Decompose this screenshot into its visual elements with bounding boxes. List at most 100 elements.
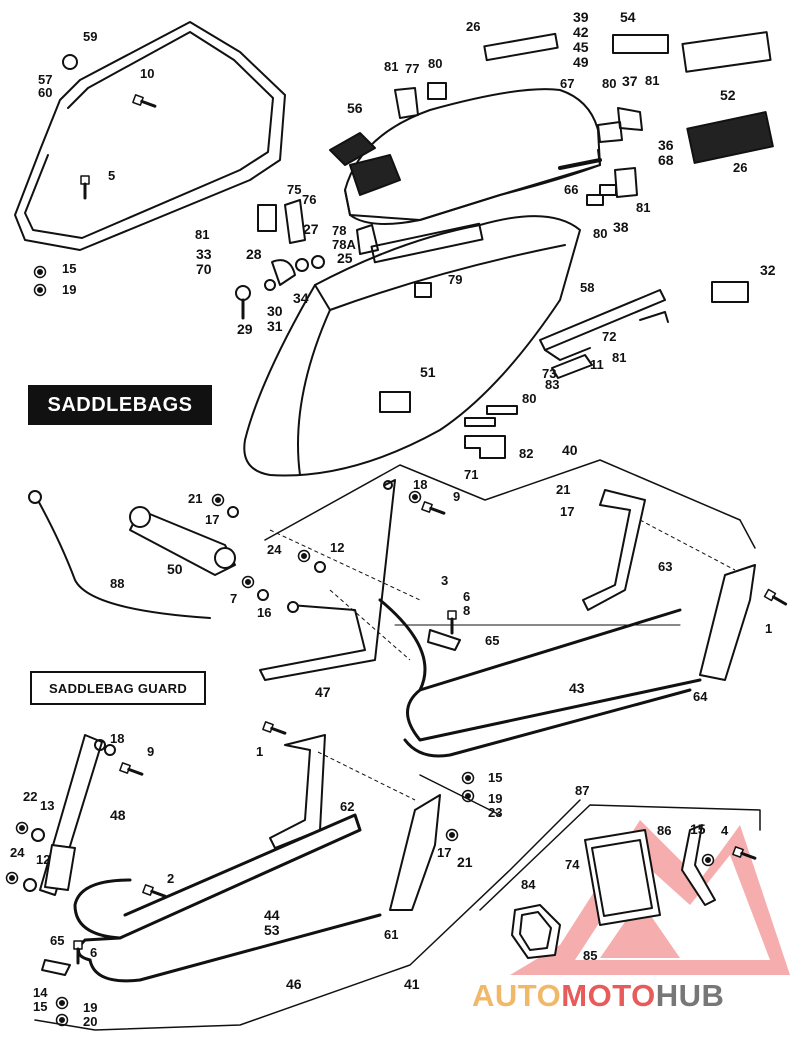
bracket-63 [582, 489, 646, 611]
bracket-50 [129, 509, 236, 576]
callout-24: 24 [267, 542, 282, 557]
saddlebags-title: SADDLEBAGS [28, 385, 212, 425]
callout-43: 43 [569, 680, 585, 696]
rod-88 [34, 494, 211, 619]
callout-80c: 80 [593, 226, 608, 241]
callout-12: 12 [330, 540, 345, 555]
strut-47 [259, 479, 396, 681]
bracket-86 [681, 824, 716, 906]
callout-77: 77 [405, 61, 420, 76]
callout-72: 72 [602, 329, 617, 344]
callout-82: 82 [519, 446, 534, 461]
bracket-62 [269, 734, 326, 849]
watermark-auto: AUTO [472, 978, 562, 1013]
callout-24b: 24 [10, 845, 25, 860]
callout-18b: 18 [110, 731, 125, 746]
callout-21b: 21 [556, 482, 571, 497]
callout-30-31: 30 31 [267, 303, 283, 334]
callout-76: 76 [302, 192, 317, 207]
callout-6b: 6 [90, 945, 98, 960]
callout-56: 56 [347, 100, 363, 116]
callout-81b: 81 [645, 73, 660, 88]
callout-19-20: 19 20 [83, 1000, 98, 1029]
callout-40: 40 [562, 442, 578, 458]
callout-50: 50 [167, 561, 183, 577]
callout-64: 64 [693, 689, 708, 704]
callout-21c: 21 [457, 854, 473, 870]
callout-15b: 15 [488, 770, 503, 785]
callout-9b: 9 [147, 744, 155, 759]
saddlebag-guard-title: SADDLEBAG GUARD [30, 671, 206, 705]
callout-1b: 1 [256, 744, 264, 759]
watermark-hub: HUB [655, 978, 725, 1013]
callout-36-68: 36 68 [658, 137, 674, 168]
callout-78-78a: 78 78A [332, 223, 356, 252]
callout-46: 46 [286, 976, 302, 992]
watermark-text: AUTOMOTOHUB [472, 978, 724, 1014]
callout-47: 47 [315, 684, 331, 700]
callout-14-15: 14 15 [33, 985, 48, 1014]
callout-25: 25 [337, 250, 353, 266]
callout-65b: 65 [50, 933, 65, 948]
callout-87: 87 [575, 783, 590, 798]
callout-26b: 26 [733, 160, 748, 175]
callout-17b: 17 [560, 504, 575, 519]
callout-81: 81 [384, 59, 399, 74]
callout-84: 84 [521, 877, 536, 892]
bracket-58 [539, 289, 666, 351]
callout-65: 65 [485, 633, 500, 648]
callout-57-60: 57 60 [38, 72, 53, 100]
callout-80: 80 [428, 56, 443, 71]
callout-39-42-45-49: 39 42 45 49 [573, 9, 589, 70]
callout-59: 59 [83, 29, 98, 44]
saddlebag-body [243, 215, 581, 477]
callout-85: 85 [583, 948, 598, 963]
upper-rail [14, 21, 286, 251]
callout-6-8: 6 8 [463, 589, 471, 618]
callout-33-70: 33 70 [196, 246, 212, 277]
guard-44-53 [73, 813, 362, 940]
callout-75: 75 [287, 182, 302, 197]
callout-22: 22 [23, 789, 38, 804]
callout-29: 29 [237, 321, 253, 337]
callout-88: 88 [110, 576, 125, 591]
callout-74: 74 [565, 857, 580, 872]
callout-28: 28 [246, 246, 262, 262]
bracket-61 [389, 794, 441, 911]
callout-17: 17 [205, 512, 220, 527]
callout-71: 71 [464, 467, 479, 482]
callout-1: 1 [765, 621, 773, 636]
watermark-moto: MOTO [561, 978, 656, 1013]
callout-15c: 15 [690, 821, 706, 837]
callout-21: 21 [188, 491, 203, 506]
callout-26: 26 [466, 19, 481, 34]
callout-2: 2 [167, 871, 175, 886]
callout-27: 27 [303, 221, 319, 237]
callout-37: 37 [622, 73, 638, 89]
callout-11: 11 [590, 357, 604, 372]
callout-34: 34 [293, 290, 309, 306]
callout-4: 4 [721, 823, 729, 838]
callout-7: 7 [230, 591, 238, 606]
callout-19-23: 19 23 [488, 791, 503, 820]
callout-18: 18 [413, 477, 428, 492]
callout-63: 63 [658, 559, 673, 574]
callout-12b: 12 [36, 852, 51, 867]
callout-61: 61 [384, 927, 399, 942]
callout-44-53: 44 53 [264, 907, 280, 938]
callout-5: 5 [108, 168, 116, 183]
callout-32: 32 [760, 262, 776, 278]
callout-62: 62 [340, 799, 355, 814]
callout-10: 10 [140, 66, 155, 81]
callout-80b: 80 [602, 76, 617, 91]
guard-bar-43 [378, 598, 682, 692]
callout-80d: 80 [522, 391, 537, 406]
callout-58: 58 [580, 280, 595, 295]
callout-9: 9 [453, 489, 461, 504]
callout-81d: 81 [636, 200, 651, 215]
callout-73: 73 [542, 366, 557, 381]
callout-81e: 81 [612, 350, 627, 365]
callout-17c: 17 [437, 845, 452, 860]
callout-38: 38 [613, 219, 629, 235]
